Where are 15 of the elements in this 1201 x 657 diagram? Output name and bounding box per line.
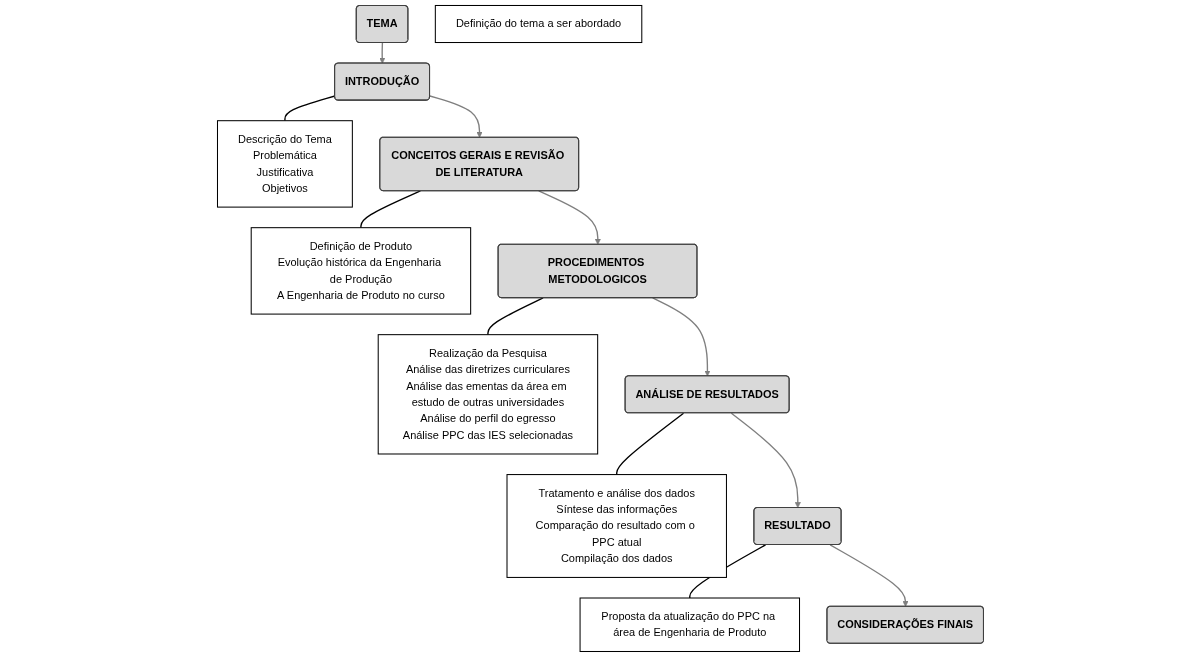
- arrow: [538, 190, 601, 245]
- node-box: Proposta da atualização do PPC na área de Engenharia de Produto: [579, 597, 801, 652]
- arrow: [829, 544, 909, 607]
- arrow: [652, 297, 711, 377]
- arrow: [429, 95, 483, 138]
- connector: [487, 297, 544, 336]
- connector: [360, 190, 422, 229]
- arrow: [379, 42, 386, 64]
- arrow: [730, 412, 801, 509]
- node-box: Descrição do Tema Problemática Justificativa Objetivos: [217, 120, 353, 208]
- node-box: Definição de Produto Evolução histórica da Engenharia de Produção A Engenharia de Produto no curso: [250, 227, 472, 315]
- node-box: Realização da Pesquisa Análise das diretrizes curriculares Análise das ementas da área em estudo de outras universidades Análise do perfil do egresso Análise PPC das IES selecionadas: [377, 334, 599, 455]
- node-box: Tratamento e análise dos dados Síntese das informações Comparação do resultado com o PPC atual Compilação dos dados: [506, 474, 727, 578]
- node-box: Definição do tema a ser abordado: [434, 4, 643, 44]
- connector: [616, 412, 685, 476]
